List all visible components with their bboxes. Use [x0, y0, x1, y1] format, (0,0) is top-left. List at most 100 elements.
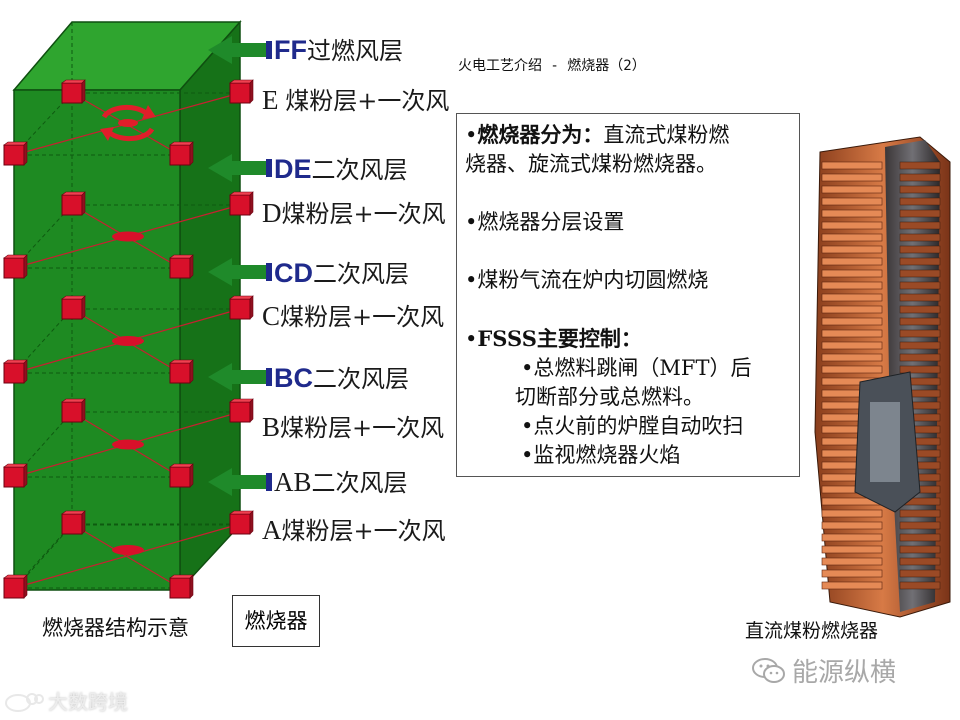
air-arrow-icon: [208, 258, 272, 286]
info-text-burner-types-2: 烧器、旋流式煤粉燃烧器。: [465, 152, 717, 176]
burner-slat: [899, 257, 941, 266]
burner-slat: [821, 281, 883, 290]
burner-slat: [899, 329, 941, 338]
burner-slat: [821, 305, 883, 314]
diagram-caption: 燃烧器结构示意: [42, 616, 189, 640]
burner-slat: [899, 569, 941, 578]
info-sub-flame-text: 监视燃烧器火焰: [533, 443, 681, 467]
info-sub-mft: •总燃料跳闸（MFT）后: [465, 354, 791, 383]
info-sub-mft-1: 总燃料跳闸（MFT）后: [533, 356, 752, 380]
air-arrow-icon: [208, 468, 272, 496]
layer-name: 煤粉层+一次风: [285, 87, 450, 115]
layer-abbr: D: [262, 198, 282, 228]
layer-name: 煤粉层+一次风: [281, 200, 446, 228]
burner-cube: [229, 398, 254, 423]
burner-cube: [61, 510, 86, 535]
layer-label-c: C煤粉层+一次风: [262, 302, 444, 331]
burner-slat: [899, 173, 941, 182]
burner-slat: [899, 557, 941, 566]
info-sub-purge: •点火前的炉膛自动吹扫: [465, 412, 791, 441]
burner-cube: [3, 254, 28, 279]
burner-cube: [3, 574, 28, 599]
burner-slat: [899, 581, 941, 590]
burner-cube: [3, 359, 28, 384]
burner-cube: [229, 191, 254, 216]
burner-slat: [821, 533, 883, 542]
burner-slat: [821, 197, 883, 206]
burner-cube: [229, 510, 254, 535]
burner-slat: [821, 161, 883, 170]
flame-ellipse: [112, 439, 144, 450]
burner-slat: [899, 365, 941, 374]
burner-cube: [61, 295, 86, 320]
burner-slat: [899, 353, 941, 362]
burner-cube: [61, 79, 86, 104]
info-sub-mft-cont: 切断部分或总燃料。: [465, 383, 791, 412]
burner-slat: [899, 281, 941, 290]
burner-slat: [821, 365, 883, 374]
flame-ellipse: [112, 231, 144, 242]
watermark-right-text: 能源纵横: [792, 658, 897, 688]
info-box: •燃烧器分为：直流式煤粉燃 烧器、旋流式煤粉燃烧器。 •燃烧器分层设置 •煤粉气…: [456, 113, 800, 477]
info-item-tangential: •煤粉气流在炉内切圆燃烧: [465, 266, 791, 295]
burner-slat: [821, 209, 883, 218]
layer-abbr: DE: [274, 154, 312, 184]
burner-slat: [821, 353, 883, 362]
info-text-burner-types-1: 直流式煤粉燃: [603, 123, 730, 147]
burner-slat: [821, 293, 883, 302]
layer-label-e: E 煤粉层+一次风: [262, 86, 449, 115]
burner-slat: [899, 233, 941, 242]
info-bold-fsss: FSSS主要控制：: [477, 326, 642, 351]
info-bold-burner-types: 燃烧器分为：: [477, 122, 604, 147]
burner-slat: [899, 161, 941, 170]
burner-slat: [821, 581, 883, 590]
burner-slat: [821, 509, 883, 518]
burner-slat: [821, 245, 883, 254]
layer-name: 二次风层: [313, 365, 409, 393]
layer-name: 煤粉层+一次风: [281, 517, 446, 545]
swirl-arrows-icon: [100, 104, 156, 142]
flame-ellipse: [112, 336, 144, 346]
bullet-icon: •: [465, 327, 478, 351]
burner-slat: [899, 545, 941, 554]
bullet-icon: •: [521, 356, 534, 380]
furnace-front: [13, 89, 181, 591]
burner-slat: [821, 269, 883, 278]
burner-slat: [899, 317, 941, 326]
layer-abbr: FF: [274, 35, 307, 65]
burner-slat: [899, 293, 941, 302]
burner-slat: [821, 173, 883, 182]
layer-name: 二次风层: [313, 260, 409, 288]
air-arrow-icon: [208, 363, 272, 391]
info-text-layered: 燃烧器分层设置: [477, 210, 625, 234]
layer-label-b: B煤粉层+一次风: [262, 413, 444, 442]
burner-cube: [169, 574, 194, 599]
layer-abbr: BC: [274, 363, 313, 393]
info-sub-purge-text: 点火前的炉膛自动吹扫: [533, 414, 744, 438]
info-item-fsss: •FSSS主要控制：: [465, 324, 791, 354]
watermark-left-text: 大数跨境: [48, 690, 128, 714]
info-text-tangential: 煤粉气流在炉内切圆燃烧: [477, 268, 709, 292]
layer-label-bc: BC二次风层: [274, 364, 409, 393]
layer-abbr: CD: [274, 258, 313, 288]
burner-slat: [899, 245, 941, 254]
watermark-left: 大数跨境: [4, 686, 128, 715]
flame-ellipse: [112, 545, 144, 555]
burner-slat: [821, 329, 883, 338]
burner-slat: [821, 221, 883, 230]
burner-slat: [821, 233, 883, 242]
photo-caption: 直流煤粉燃烧器: [745, 620, 879, 642]
burner-cube: [3, 463, 28, 488]
info-item-layered: •燃烧器分层设置: [465, 208, 791, 237]
burner-slat: [899, 341, 941, 350]
info-sub-mft-2: 切断部分或总燃料。: [515, 385, 704, 409]
air-arrow-icon: [208, 36, 272, 64]
burner-slat: [821, 257, 883, 266]
burner-cube: [169, 254, 194, 279]
burner-cube: [61, 191, 86, 216]
info-sub-flame: •监视燃烧器火焰: [465, 441, 791, 470]
burner-cube: [169, 141, 194, 166]
burner-slat: [899, 533, 941, 542]
